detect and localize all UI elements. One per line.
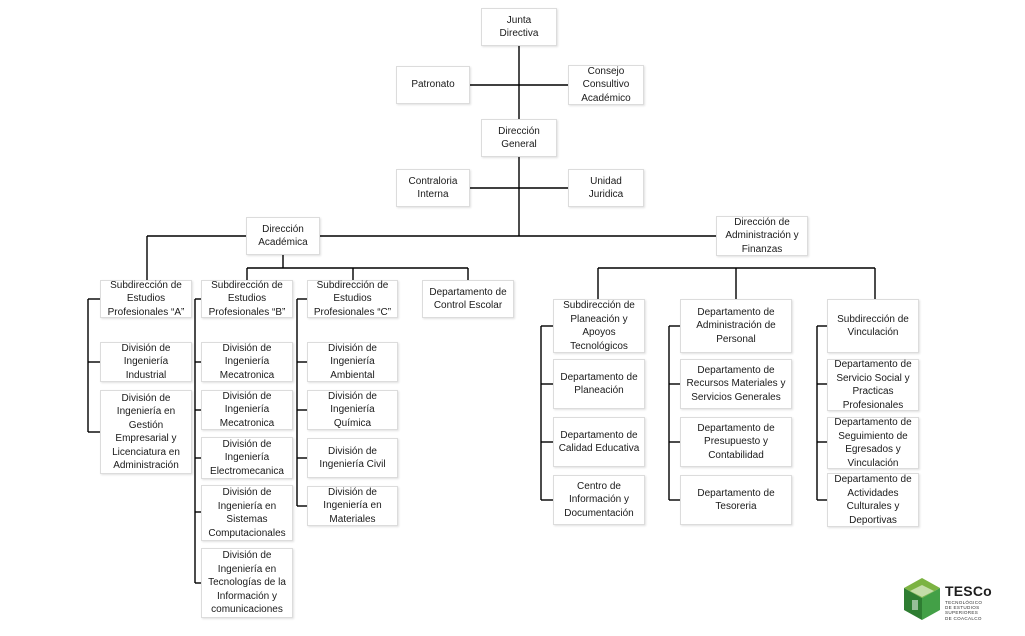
node-direccion-general: Dirección General xyxy=(481,119,557,157)
node-patronato: Patronato xyxy=(396,66,470,104)
node-division-quimica: División de Ingeniería Química xyxy=(307,390,398,430)
tesco-logo-icon xyxy=(904,578,940,620)
node-division-materiales: División de Ingeniería en Materiales xyxy=(307,486,398,526)
node-junta-directiva: Junta Directiva xyxy=(481,8,557,46)
node-subdireccion-b: Subdirección de Estudios Profesionales “… xyxy=(201,280,293,318)
node-depto-presupuesto: Departamento de Presupuesto y Contabilid… xyxy=(680,417,792,467)
node-subdireccion-a: Subdirección de Estudios Profesionales “… xyxy=(100,280,192,318)
logo-subtitle: TECNOLÓGICO DE ESTUDIOS SUPERIORES DE CO… xyxy=(945,600,983,621)
node-direccion-academica: Dirección Académica xyxy=(246,217,320,255)
node-division-electromecanica: División de Ingeniería Electromecanica xyxy=(201,437,293,479)
node-division-tics: División de Ingeniería en Tecnologías de… xyxy=(201,548,293,618)
node-control-escolar: Departamento de Control Escolar xyxy=(422,280,514,318)
node-depto-admin-personal: Departamento de Administración de Person… xyxy=(680,299,792,353)
node-direccion-administracion: Dirección de Administración y Finanzas xyxy=(716,216,808,256)
node-consejo-consultivo: Consejo Consultivo Académico xyxy=(568,65,644,105)
logo-title: TESCo xyxy=(945,583,992,599)
node-depto-planeacion: Departamento de Planeación xyxy=(553,359,645,409)
node-subdireccion-planeacion: Subdirección de Planeación y Apoyos Tecn… xyxy=(553,299,645,353)
node-division-mecatronica-2: División de Ingeniería Mecatronica xyxy=(201,390,293,430)
node-division-civil: División de Ingeniería Civil xyxy=(307,438,398,478)
node-subdireccion-c: Subdirección de Estudios Profesionales “… xyxy=(307,280,398,318)
node-contraloria-interna: Contraloria Interna xyxy=(396,169,470,207)
node-depto-calidad: Departamento de Calidad Educativa xyxy=(553,417,645,467)
node-depto-servicio-social: Departamento de Servicio Social y Practi… xyxy=(827,359,919,411)
node-centro-informacion: Centro de Información y Documentación xyxy=(553,475,645,525)
node-depto-seguimiento-egresados: Departamento de Seguimiento de Egresados… xyxy=(827,417,919,469)
node-division-ambiental: División de Ingeniería Ambiental xyxy=(307,342,398,382)
node-subdireccion-vinculacion: Subdirección de Vinculación xyxy=(827,299,919,353)
node-depto-actividades-culturales: Departamento de Actividades Culturales y… xyxy=(827,473,919,527)
node-depto-recursos-materiales: Departamento de Recursos Materiales y Se… xyxy=(680,359,792,409)
node-division-industrial: División de Ingeniería Industrial xyxy=(100,342,192,382)
node-division-gestion-empresarial: División de Ingeniería en Gestión Empres… xyxy=(100,390,192,474)
node-division-sistemas: División de Ingeniería en Sistemas Compu… xyxy=(201,485,293,541)
node-division-mecatronica-1: División de Ingeniería Mecatronica xyxy=(201,342,293,382)
node-unidad-juridica: Unidad Juridica xyxy=(568,169,644,207)
node-depto-tesoreria: Departamento de Tesoreria xyxy=(680,475,792,525)
